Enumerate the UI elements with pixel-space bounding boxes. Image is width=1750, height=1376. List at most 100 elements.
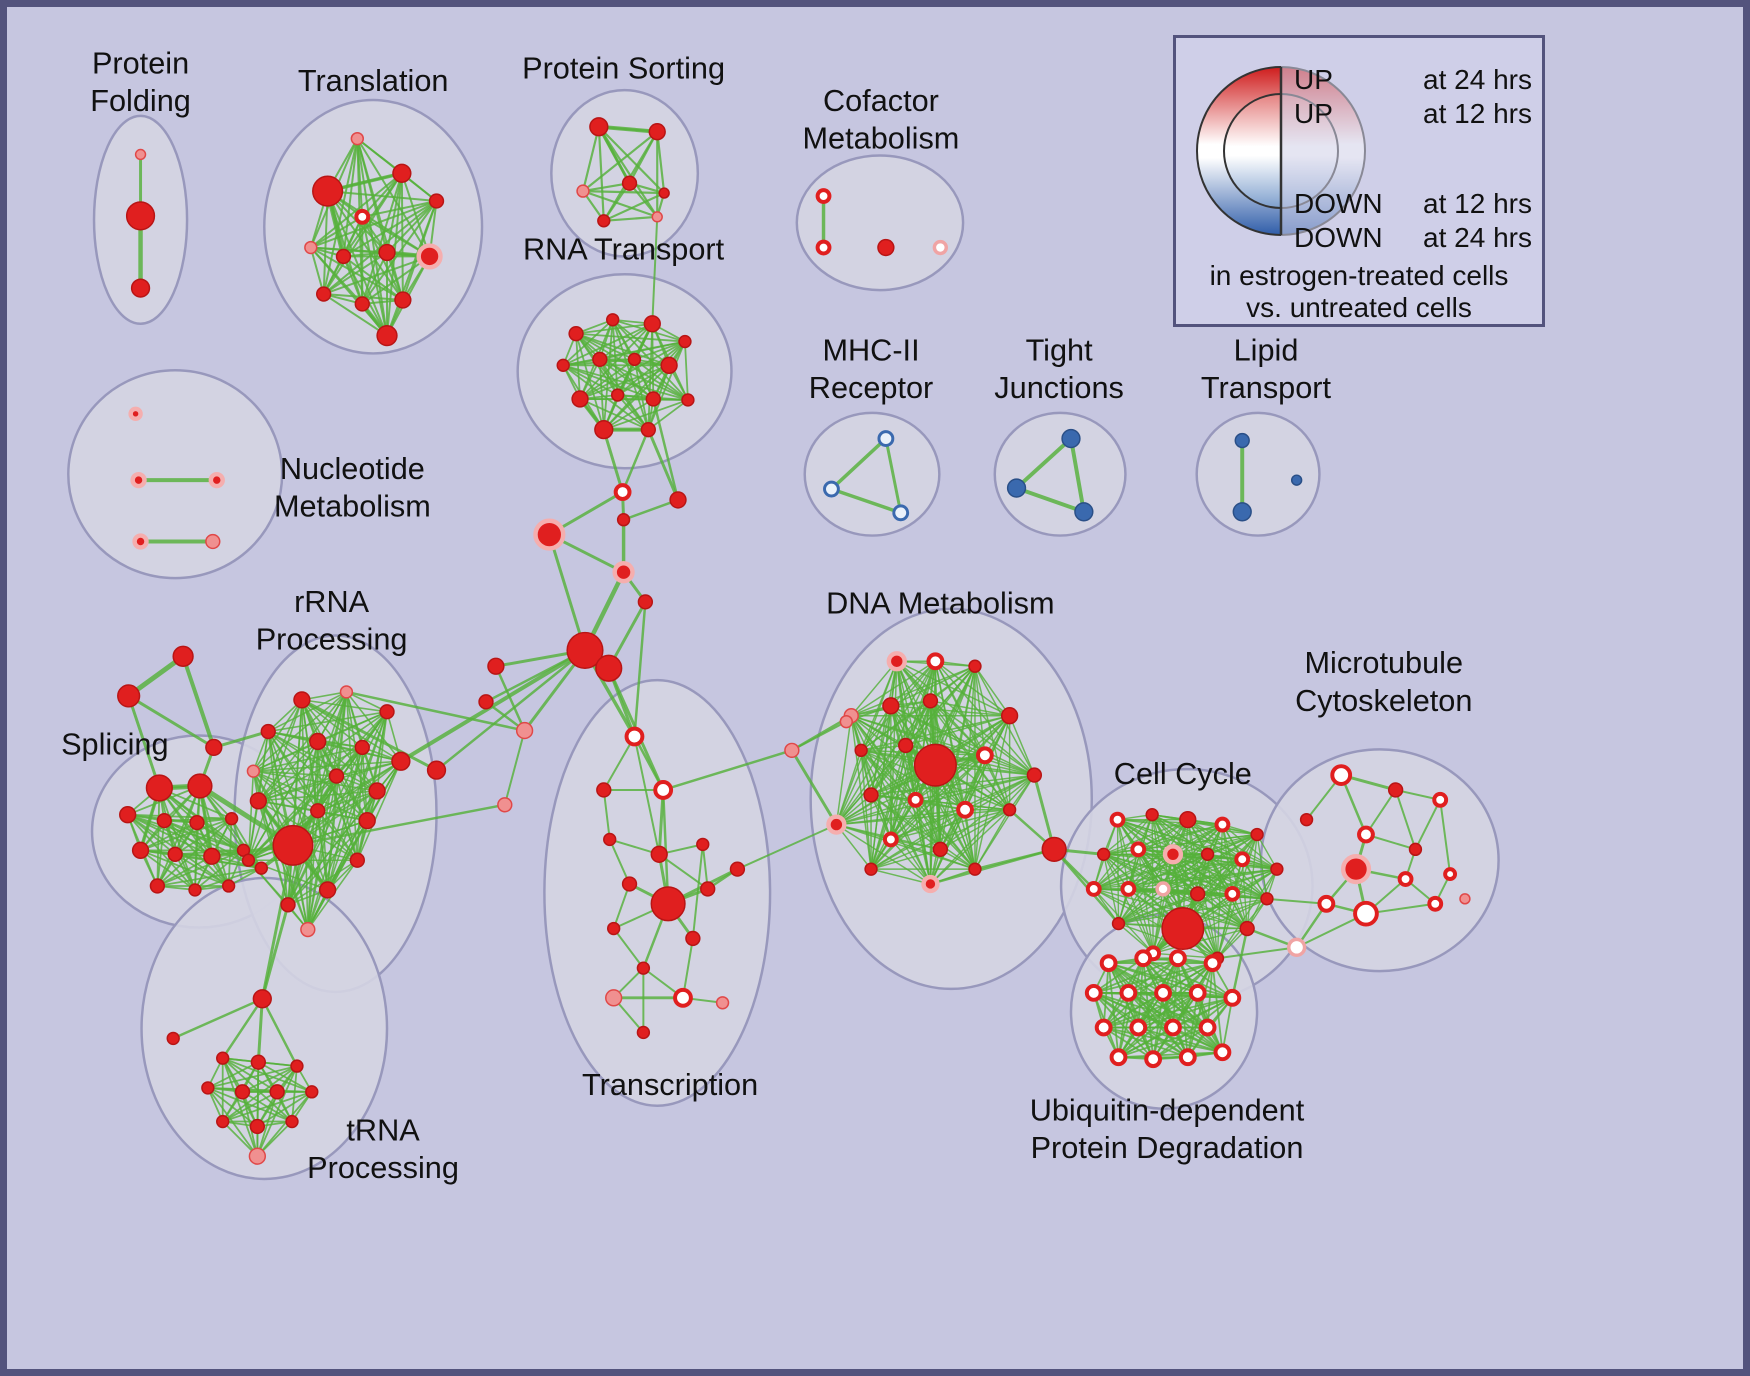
node-red: [681, 393, 695, 407]
node-red-ring: [1144, 1050, 1163, 1069]
node-red: [636, 1025, 651, 1040]
node-red-ring: [1443, 867, 1458, 882]
edge: [964, 809, 976, 870]
edge: [199, 785, 230, 887]
edge: [309, 246, 325, 296]
edge: [257, 800, 309, 931]
edge: [547, 533, 587, 652]
node-red: [285, 1114, 299, 1129]
edge: [252, 760, 402, 772]
edge: [1069, 436, 1086, 514]
edge: [139, 821, 198, 852]
node-red: [125, 201, 156, 231]
edge: [633, 600, 647, 738]
node-red: [650, 845, 668, 863]
node-blue: [1006, 478, 1027, 498]
edge: [1014, 436, 1073, 491]
node-red-halo: [1162, 844, 1184, 865]
node-red-ring: [354, 208, 371, 225]
edge: [596, 124, 660, 134]
cluster-label-translation: Translation: [298, 63, 449, 98]
edge: [1211, 962, 1224, 1054]
edge: [860, 749, 872, 870]
legend-caption-line1: in estrogen-treated cells: [1209, 260, 1509, 291]
edge: [929, 700, 1011, 717]
cluster-label-lipid-transport: Lipid: [1234, 332, 1299, 367]
edge: [1093, 853, 1209, 890]
node-red-ring: [1357, 825, 1375, 844]
edge: [870, 809, 966, 870]
edge: [256, 1090, 279, 1158]
cluster-label-protein-folding: Folding: [90, 83, 191, 118]
edge: [612, 882, 631, 930]
edge: [287, 790, 378, 906]
edge: [1231, 927, 1249, 1000]
edge: [835, 823, 932, 885]
node-red: [595, 654, 623, 682]
edge: [581, 125, 600, 193]
node-red: [167, 846, 183, 862]
cluster-label-protein-sorting: Protein Sorting: [522, 50, 725, 85]
edge: [257, 800, 359, 862]
edge: [267, 691, 348, 733]
edge: [1186, 991, 1199, 1059]
node-pink: [497, 797, 513, 813]
node-red: [315, 286, 332, 302]
edge: [1172, 1026, 1224, 1054]
edge: [322, 251, 389, 296]
edge: [1196, 893, 1248, 930]
edge: [1137, 818, 1189, 851]
node-red: [130, 278, 151, 298]
edge: [1102, 991, 1199, 1029]
node-red: [249, 1118, 266, 1135]
edge: [316, 809, 329, 891]
node-red: [606, 313, 620, 327]
edge: [257, 1061, 313, 1093]
node-red-ring: [975, 746, 994, 765]
edge: [598, 322, 654, 361]
edge: [939, 809, 1011, 851]
cluster-ellipse-cofactor-metabolism: [795, 154, 965, 292]
edge: [241, 1090, 259, 1158]
node-red: [882, 697, 900, 715]
cluster-ellipse-mhc-ii: [803, 411, 941, 537]
edge: [870, 774, 1036, 870]
edge: [890, 809, 1011, 841]
node-red-ring: [1317, 894, 1336, 913]
node-red: [968, 862, 982, 876]
edge: [684, 340, 689, 401]
node-red: [596, 782, 612, 798]
cluster-ellipse-tight-junctions: [993, 411, 1127, 537]
edge: [301, 699, 364, 749]
node-red: [358, 811, 376, 830]
edge: [322, 293, 389, 337]
cluster-label-trna-processing: Processing: [307, 1150, 459, 1185]
node-red: [487, 657, 505, 675]
edge: [602, 215, 659, 222]
edge: [914, 799, 932, 885]
edge: [835, 774, 1036, 826]
node-red-ring: [815, 188, 832, 204]
node-red: [312, 175, 344, 207]
edge: [126, 813, 233, 820]
node-red: [349, 852, 365, 868]
edge: [890, 705, 1011, 717]
cluster-label-ubiquitin: Protein Degradation: [1031, 1130, 1304, 1165]
node-red: [368, 782, 386, 800]
edge: [174, 853, 230, 887]
node-red: [166, 1031, 180, 1046]
edge: [1216, 946, 1298, 960]
edge: [1117, 893, 1199, 925]
edge: [139, 849, 196, 891]
edge: [342, 200, 438, 258]
edge: [647, 399, 689, 431]
cluster-label-rna-transport: RNA Transport: [523, 231, 725, 266]
edge: [309, 172, 403, 249]
edge: [581, 190, 659, 218]
node-red-halo: [208, 471, 225, 489]
node-red: [376, 324, 398, 347]
node-blue-ring: [823, 480, 840, 498]
edge: [974, 714, 1011, 870]
edge: [612, 927, 645, 970]
node-red: [685, 930, 701, 947]
